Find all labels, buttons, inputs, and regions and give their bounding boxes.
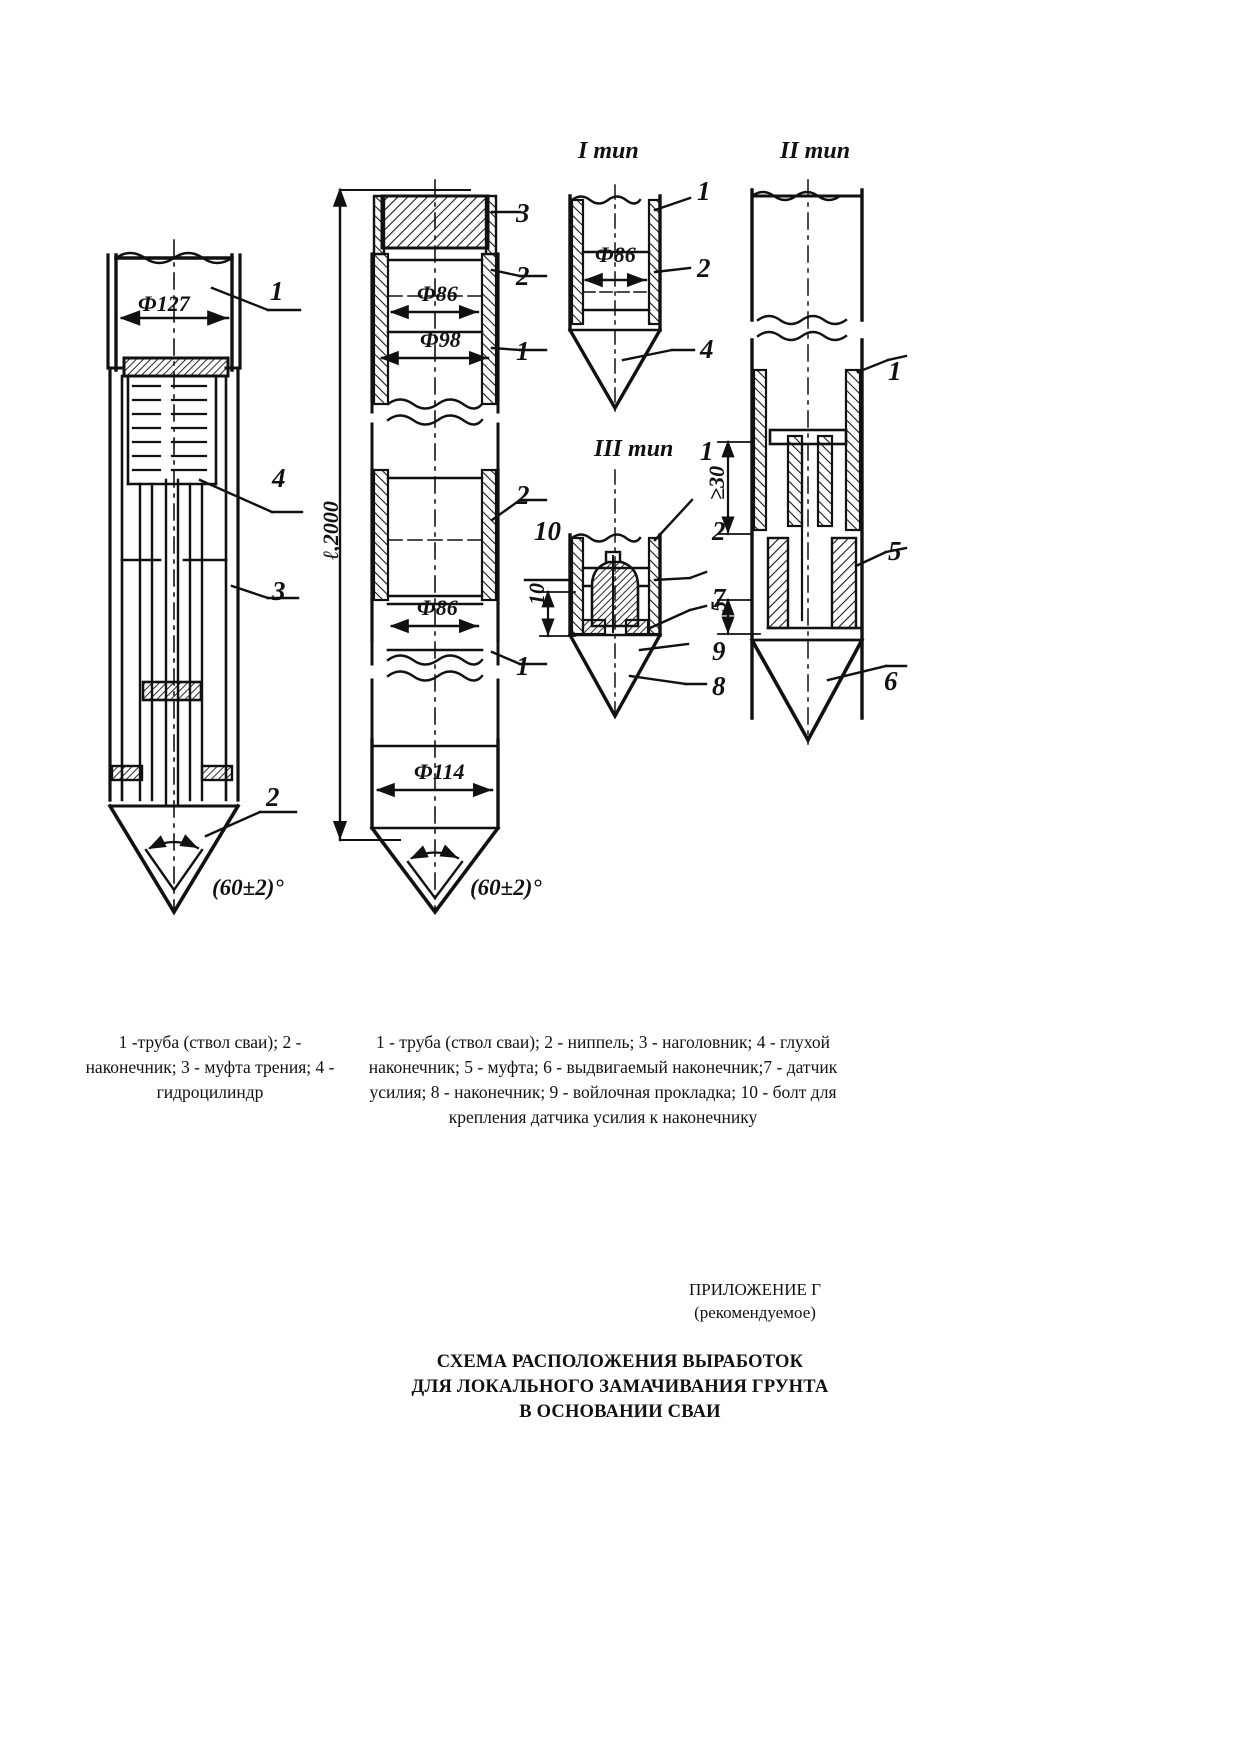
- appendix-title: СХЕМА РАСПОЛОЖЕНИЯ ВЫРАБОТОК ДЛЯ ЛОКАЛЬН…: [0, 1350, 1240, 1425]
- callout-t3-7: 7: [712, 583, 727, 613]
- callout-left-1: 1: [270, 276, 284, 306]
- callout-mid-2b: 2: [515, 480, 530, 510]
- callout-mid-1a: 1: [516, 336, 530, 366]
- technical-drawing-area: I тип II тип III тип Ф127 1 4 3 2 (60±2)…: [106, 138, 908, 916]
- dim-d114: Ф114: [414, 759, 465, 784]
- dim-d98: Ф98: [420, 327, 461, 352]
- diagram-middle: [332, 179, 548, 915]
- callout-mid-2a: 2: [515, 261, 530, 291]
- appendix-name: ПРИЛОЖЕНИЕ Г: [688, 1280, 822, 1299]
- type-header-3: III тип: [593, 436, 673, 462]
- dim-angle-mid: (60±2)°: [470, 875, 542, 900]
- callout-t2-6: 6: [884, 666, 898, 696]
- diagram-type-2: [717, 179, 908, 745]
- drawing-svg: I тип II тип III тип Ф127 1 4 3 2 (60±2)…: [106, 138, 908, 916]
- callout-t3-10: 10: [534, 516, 562, 546]
- dim-type1-d86: Ф86: [595, 242, 636, 267]
- dim-type3-10: 10: [524, 583, 549, 605]
- dim-type2-30: ≥30: [704, 466, 729, 500]
- diagram-type-3: [523, 469, 708, 721]
- dim-d127: Ф127: [138, 291, 191, 316]
- callout-t3-8: 8: [712, 671, 726, 701]
- callout-t2-5: 5: [888, 536, 902, 566]
- appendix-title-line-3: В ОСНОВАНИИ СВАИ: [519, 1402, 721, 1422]
- appendix-title-line-2: ДЛЯ ЛОКАЛЬНОГО ЗАМАЧИВАНИЯ ГРУНТА: [411, 1377, 829, 1397]
- callout-t1-2: 2: [696, 253, 711, 283]
- dim-angle-left: (60±2)°: [212, 875, 284, 900]
- caption-left: 1 -труба (ствол сваи); 2 - наконечник; 3…: [85, 1032, 335, 1102]
- callout-t1-1: 1: [697, 176, 711, 206]
- figure-captions: 1 -труба (ствол сваи); 2 - наконечник; 3…: [0, 1030, 1240, 1130]
- appendix-subtitle: (рекомендуемое): [694, 1303, 816, 1322]
- dim-d86-lower: Ф86: [417, 595, 458, 620]
- dim-length-2000: ℓ,2000: [318, 501, 343, 560]
- callout-left-2: 2: [265, 782, 280, 812]
- callout-mid-3: 3: [515, 198, 530, 228]
- callout-mid-1b: 1: [516, 651, 530, 681]
- diagram-type-1: [567, 184, 696, 413]
- callout-left-4: 4: [271, 463, 286, 493]
- callout-t2-1: 1: [888, 356, 902, 386]
- callout-t3-2: 2: [711, 516, 726, 546]
- appendix-header: ПРИЛОЖЕНИЕ Г (рекомендуемое): [0, 1278, 1240, 1324]
- diagram-left: [106, 239, 304, 916]
- appendix-title-line-1: СХЕМА РАСПОЛОЖЕНИЯ ВЫРАБОТОК: [436, 1352, 804, 1372]
- type-header-2: II тип: [779, 138, 850, 164]
- caption-right: 1 - труба (ствол сваи); 2 - ниппель; 3 -…: [368, 1032, 838, 1127]
- dim-type2-5: 5: [706, 601, 731, 612]
- callout-t1-4: 4: [699, 334, 714, 364]
- type-header-1: I тип: [577, 138, 639, 164]
- callout-left-3: 3: [271, 576, 286, 606]
- dim-d86-upper: Ф86: [417, 281, 458, 306]
- callout-t3-9: 9: [712, 636, 726, 666]
- callout-t3-1: 1: [700, 436, 714, 466]
